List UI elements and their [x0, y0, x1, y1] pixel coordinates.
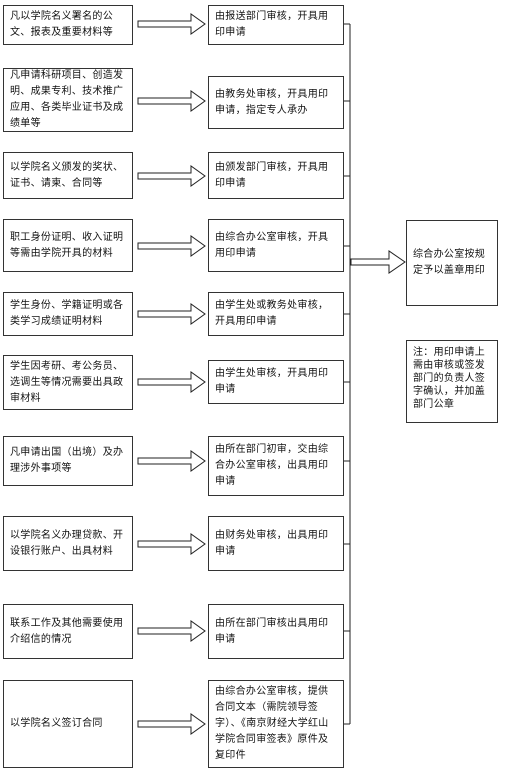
- source-box-8: 以学院名义办理贷款、开设银行账户、出具材料: [3, 516, 133, 571]
- review-label-2: 由教务处审核，开具用印申请，指定专人承办: [215, 88, 329, 116]
- row-arrow-4: [137, 235, 206, 257]
- source-label-7: 凡申请出国（出境）及办理涉外事项等: [10, 447, 124, 474]
- source-label-3: 以学院名义颁发的奖状、证书、请柬、合同等: [10, 161, 124, 189]
- row-arrow-8: [137, 533, 206, 555]
- row-arrow-5: [137, 303, 206, 325]
- note-box: 注：用印申请上需由审核或签发部门的负责人签字确认，并加盖部门公章: [406, 340, 498, 423]
- source-box-5: 学生身份、学籍证明或各类学习成绩证明材料: [3, 292, 133, 336]
- review-box-2: 由教务处审核，开具用印申请，指定专人承办: [208, 76, 344, 129]
- source-box-7: 凡申请出国（出境）及办理涉外事项等: [3, 436, 133, 486]
- source-label-2: 凡申请科研项目、创造发明、成果专利、技术推广应用、各类毕业证书及成绩单等: [10, 70, 124, 129]
- row-arrow-3: [137, 165, 206, 187]
- review-box-3: 由颁发部门审核，开具用印申请: [208, 152, 344, 199]
- source-box-2: 凡申请科研项目、创造发明、成果专利、技术推广应用、各类毕业证书及成绩单等: [3, 68, 133, 132]
- review-label-3: 由颁发部门审核，开具用印申请: [215, 161, 329, 189]
- source-box-3: 以学院名义颁发的奖状、证书、请柬、合同等: [3, 152, 133, 199]
- review-box-1: 由报送部门审核，开具用印申请: [208, 5, 344, 45]
- source-label-8: 以学院名义办理贷款、开设银行账户、出具材料: [10, 529, 124, 557]
- row-arrow-10: [137, 713, 206, 735]
- row-arrow-9: [137, 620, 206, 642]
- review-label-10: 由综合办公室审核，提供合同文本（需院领导签字）、《南京财经大学红山学院合同审签表…: [215, 686, 329, 761]
- row-arrow-6: [137, 371, 206, 393]
- source-box-6: 学生因考研、考公务员、选调生等情况需要出具政审材料: [3, 355, 133, 410]
- source-label-1: 凡以学院名义署名的公文、报表及重要材料等: [10, 11, 113, 38]
- review-label-9: 由所在部门审核出具用印申请: [215, 617, 329, 645]
- source-label-9: 联系工作及其他需要使用介绍信的情况: [10, 617, 124, 645]
- source-box-4: 职工身份证明、收入证明等需由学院开具的材料: [3, 219, 133, 272]
- source-box-10: 以学院名义签订合同: [3, 680, 133, 768]
- review-box-7: 由所在部门初审，交由综合办公室审核，出具用印申请: [208, 436, 344, 496]
- review-box-5: 由学生处或教务处审核，开具用印申请: [208, 292, 344, 336]
- row-arrow-1: [137, 13, 206, 35]
- source-label-4: 职工身份证明、收入证明等需由学院开具的材料: [10, 231, 124, 259]
- review-label-6: 由学生处审核，开具用印申请: [215, 368, 329, 395]
- review-box-6: 由学生处审核，开具用印申请: [208, 360, 344, 404]
- row-arrow-2: [137, 90, 206, 112]
- source-label-6: 学生因考研、考公务员、选调生等情况需要出具政审材料: [10, 360, 124, 404]
- row-arrow-7: [137, 450, 206, 472]
- review-label-1: 由报送部门审核，开具用印申请: [215, 11, 329, 38]
- review-box-10: 由综合办公室审核，提供合同文本（需院领导签字）、《南京财经大学红山学院合同审签表…: [208, 680, 344, 768]
- final-stamp-label: 综合办公室按规定予以盖章用印: [413, 249, 486, 276]
- source-label-5: 学生身份、学籍证明或各类学习成绩证明材料: [10, 300, 124, 327]
- review-label-5: 由学生处或教务处审核，开具用印申请: [215, 300, 329, 327]
- review-box-9: 由所在部门审核出具用印申请: [208, 604, 344, 659]
- review-label-7: 由所在部门初审，交由综合办公室审核，出具用印申请: [215, 444, 329, 487]
- review-label-8: 由财务处审核，出具用印申请: [215, 529, 329, 557]
- review-box-4: 由综合办公室审核，开具用印申请: [208, 219, 344, 272]
- source-label-10: 以学院名义签订合同: [10, 718, 103, 729]
- note-text: 注：用印申请上需由审核或签发部门的负责人签字确认，并加盖部门公章: [413, 347, 486, 410]
- source-box-1: 凡以学院名义署名的公文、报表及重要材料等: [3, 5, 133, 45]
- final-arrow: [350, 250, 406, 274]
- source-box-9: 联系工作及其他需要使用介绍信的情况: [3, 604, 133, 659]
- final-stamp-box: 综合办公室按规定予以盖章用印: [406, 220, 498, 306]
- review-label-4: 由综合办公室审核，开具用印申请: [215, 231, 329, 259]
- review-box-8: 由财务处审核，出具用印申请: [208, 516, 344, 571]
